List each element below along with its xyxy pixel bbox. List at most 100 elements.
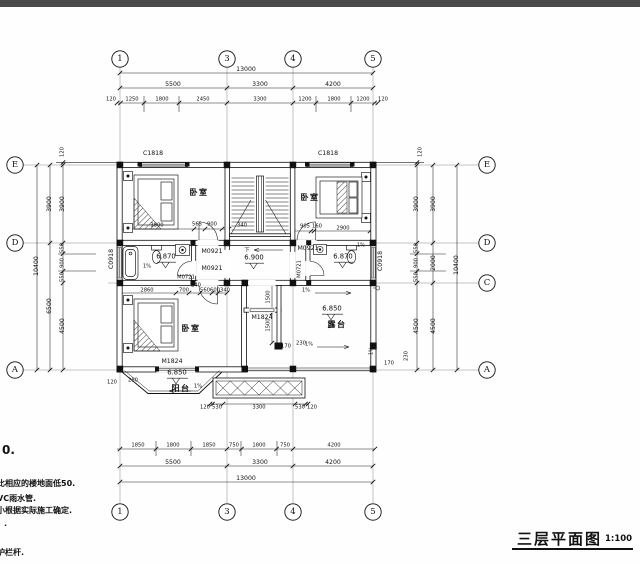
slope-terrace-top: 1%: [301, 287, 311, 294]
dim-int-upper-7: 2900: [336, 225, 350, 232]
dim-right-detail-6: 4500: [412, 318, 420, 334]
grid-bubble-right-a: A: [483, 364, 491, 375]
dim-int-bath-3: 240: [191, 282, 201, 289]
dim-bottom-detail-2: 1800: [166, 442, 180, 449]
dim-planter-1: 120: [200, 404, 210, 411]
dim-left-detail-6: 4500: [58, 318, 66, 334]
note-line-1: 0.: [2, 443, 15, 457]
bed-furniture: [123, 171, 371, 353]
room-label-bedroom-sw: 卧室: [181, 324, 201, 333]
dim-int-upper-3: 900: [207, 221, 217, 228]
dim-bottom-detail-4: 750: [229, 442, 239, 449]
grid-bubble-left-d: D: [11, 237, 19, 248]
windows: [117, 162, 376, 279]
dim-int-bath-4: 560: [200, 287, 210, 294]
dim-planter-2: 530: [212, 404, 222, 411]
dim-right-seg-2: 2000: [429, 255, 437, 271]
door-openings: [156, 239, 317, 373]
room-label-bedroom-ne: 卧室: [300, 193, 320, 202]
dim-int-upper-2: 565: [192, 221, 202, 228]
door-label-m0721-e: M0721: [296, 260, 303, 278]
dim-terrace-4: 230: [296, 340, 306, 347]
dim-right-seg-1: 3900: [429, 196, 437, 212]
dim-int-upper-5: 905: [300, 223, 310, 230]
dim-bottom-seg-3: 4200: [325, 458, 341, 466]
grid-bubble-right-c: C: [483, 277, 491, 288]
dim-bottom-detail-5: 1800: [252, 442, 266, 449]
dim-right-total: 10400: [452, 255, 460, 275]
door-label-m0921-3: M0921: [297, 244, 319, 252]
grid-bubble-top-3: 3: [224, 53, 230, 64]
dim-right-detail-2: 3900: [412, 196, 420, 212]
dim-top-detail-5: 3300: [253, 96, 267, 103]
grid-bubble-bottom-4: 4: [290, 506, 296, 517]
note-line-2: 比相应的楼地面低50.: [0, 479, 76, 488]
dim-right-seg-3: 4500: [429, 318, 437, 334]
dim-top-seg-2: 3300: [252, 80, 268, 88]
grid-bubble-right-e: E: [483, 159, 491, 170]
dim-balcony-2: 280: [128, 377, 138, 384]
note-line-6: 护栏杆.: [0, 548, 25, 557]
door-label-m0721-w: M0721: [177, 274, 195, 281]
dim-bottom-detail-3: 1850: [202, 442, 216, 449]
slope-balcony: 1%: [193, 383, 203, 390]
dim-int-bath-1: 2860: [140, 287, 154, 294]
dim-balcony-1: 120: [107, 379, 117, 386]
grid-bubble-bottom-1: 1: [117, 506, 123, 517]
dim-left-detail-3: 550: [59, 243, 66, 253]
dim-right-detail-3: 550: [413, 243, 420, 253]
window-label-c1818-nw: C1818: [142, 149, 164, 157]
dim-top-detail-8: 1200: [356, 96, 370, 103]
door-label-m0921-1: M0921: [201, 247, 223, 255]
dim-top-seg-1: 5500: [165, 80, 181, 88]
dim-terrace-1: 1500: [265, 290, 272, 304]
dim-right-detail-1: 120: [417, 147, 424, 157]
window-label-c0918-w: C0918: [107, 248, 115, 270]
dim-top-total: 13000: [236, 65, 256, 73]
drawing-scale: 1:100: [605, 534, 633, 544]
dim-right-detail-5: 550: [413, 272, 420, 282]
dim-top-detail-3: 1800: [155, 96, 169, 103]
drawing-title: 三层平面图: [517, 530, 603, 548]
grid-bubble-bottom-5: 5: [370, 506, 376, 517]
level-hall: 6.900: [244, 253, 264, 262]
note-line-5: .: [4, 519, 8, 528]
dim-top-seg-3: 4200: [325, 80, 341, 88]
note-line-3: VC雨水管.: [0, 494, 37, 503]
dim-top-detail-7: 1800: [327, 96, 341, 103]
grid-bubble-top-4: 4: [290, 53, 296, 64]
level-terrace: 6.850: [322, 304, 342, 313]
door-label-m1824-terrace: M1824: [251, 313, 273, 321]
level-bath-e: 6.870: [333, 252, 353, 261]
slope-bath-w: 1%: [142, 263, 152, 270]
grid-bubble-bottom-3: 3: [224, 506, 230, 517]
dim-right-detail-4: 900: [413, 258, 420, 268]
dim-int-bath-2: 700: [179, 287, 189, 294]
dim-top-detail-4: 2450: [196, 96, 210, 103]
door-label-m1824-s: M1824: [161, 357, 183, 365]
dim-bottom-detail-1: 1850: [131, 442, 145, 449]
dim-terrace-3: 170: [281, 343, 291, 350]
dim-left-seg-2: 6500: [45, 298, 53, 314]
window-top-bar: [0, 0, 640, 7]
bathroom-fixtures: [122, 244, 357, 280]
dim-left-seg-1: 3900: [45, 196, 53, 212]
dim-int-bath-6: 340: [220, 287, 230, 294]
dim-terrace-5: 230: [403, 351, 410, 361]
balcony-terrace-planter: [121, 367, 371, 399]
room-label-balcony: 阳台: [171, 384, 191, 393]
window-label-c0918-e: C0918: [376, 250, 384, 272]
dim-left-detail-5: 550: [59, 272, 66, 282]
note-line-4: 小根据实际施工确定.: [0, 506, 73, 515]
grid-bubble-left-e: E: [11, 159, 19, 170]
slope-bath-e: 1%: [356, 242, 366, 249]
dim-top-detail-6: 1200: [298, 96, 312, 103]
slope-parapet: 1%: [368, 346, 375, 356]
grid-bubble-right-d: D: [483, 237, 491, 248]
dim-bottom-total: 13000: [236, 474, 256, 482]
room-label-terrace: 露台: [327, 320, 347, 329]
dim-int-upper-1: 3800: [150, 222, 164, 229]
stairs: [230, 175, 289, 253]
door-label-m0921-2: M0921: [201, 264, 223, 272]
